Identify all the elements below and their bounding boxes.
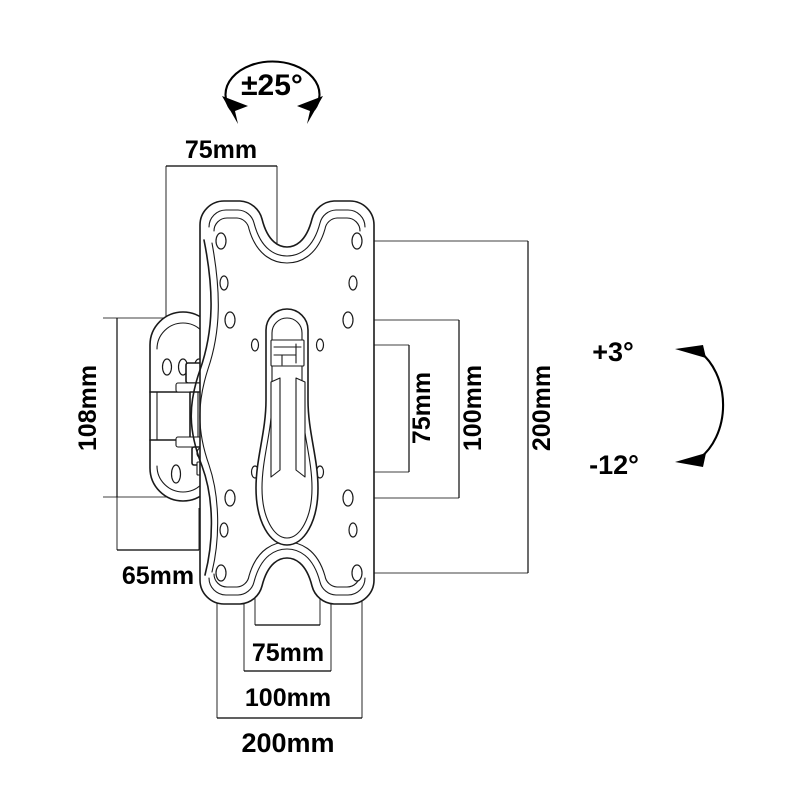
tilt-upper-label: +3°	[592, 337, 634, 367]
vesa-hole-tr-75	[315, 338, 325, 352]
vesa-plate-left-profile-inner	[199, 242, 219, 573]
vesa-hole-bl-200	[215, 564, 227, 582]
tilt-indicator-group: +3° -12°	[589, 337, 725, 480]
center-column-slot-right	[295, 377, 306, 478]
center-column-slot-left	[270, 377, 281, 478]
dimension-left-65-label: 65mm	[122, 562, 194, 590]
dimension-bottom-100: 100mm	[243, 572, 332, 712]
dimension-bottom-200-label: 200mm	[241, 728, 334, 758]
vesa-hole-tl-75	[250, 338, 260, 352]
vesa-hole-right-mid-upper	[348, 275, 358, 291]
dimension-right-75: 75mm	[349, 344, 436, 473]
tilt-lower-label: -12°	[589, 450, 639, 480]
vesa-hole-tr-100	[342, 311, 354, 329]
center-column-latch	[270, 339, 305, 367]
dimension-bottom-200: 200mm	[216, 592, 363, 758]
tilt-arrow-up-icon	[675, 345, 706, 358]
vesa-hole-left-mid-lower	[219, 522, 229, 538]
vesa-plate-inner-contour	[208, 209, 366, 257]
vesa-hole-br-200	[351, 564, 363, 582]
vesa-plate-inner-contour-bottom	[208, 548, 366, 596]
vesa-hole-bl-100	[224, 489, 236, 507]
wall-plate-slot-1	[161, 358, 173, 376]
center-tilt-column	[255, 308, 319, 546]
vesa-hole-tr-200	[351, 232, 363, 250]
dimension-right-200: 200mm	[372, 240, 556, 574]
swivel-indicator-group: ±25°	[222, 60, 323, 124]
vesa-hole-br-100	[342, 489, 354, 507]
swivel-range-label: ±25°	[241, 69, 303, 102]
center-column-inner-outline	[261, 317, 313, 539]
vesa-hole-tl-100	[224, 311, 236, 329]
wall-plate-slot-4	[170, 464, 182, 484]
vesa-hole-tl-200	[215, 232, 227, 250]
tilt-arrow-down-icon	[675, 453, 706, 467]
vesa-hole-left-mid-upper	[219, 275, 229, 291]
vesa-plate-left-profile	[190, 239, 213, 576]
dimension-bottom-100-label: 100mm	[245, 684, 331, 712]
dimension-left-108-label: 108mm	[74, 365, 102, 451]
dimension-bottom-75-label: 75mm	[252, 639, 324, 667]
rotation-arrow-left-icon	[222, 96, 248, 124]
tilt-arc-icon	[699, 351, 725, 459]
dimension-left-65: 65mm	[116, 497, 200, 590]
rotation-arc-icon	[224, 60, 321, 111]
vesa-plate-relief-top	[213, 217, 361, 264]
dimension-top-75-label: 75mm	[185, 136, 257, 164]
dimension-right-100: 100mm	[363, 319, 487, 499]
dimension-right-200-label: 200mm	[528, 365, 556, 451]
dimension-right-75-label: 75mm	[408, 372, 436, 444]
dimension-right-100-label: 100mm	[459, 365, 487, 451]
vesa-hole-right-mid-lower	[348, 522, 358, 538]
rotation-arrow-right-icon	[297, 96, 323, 124]
